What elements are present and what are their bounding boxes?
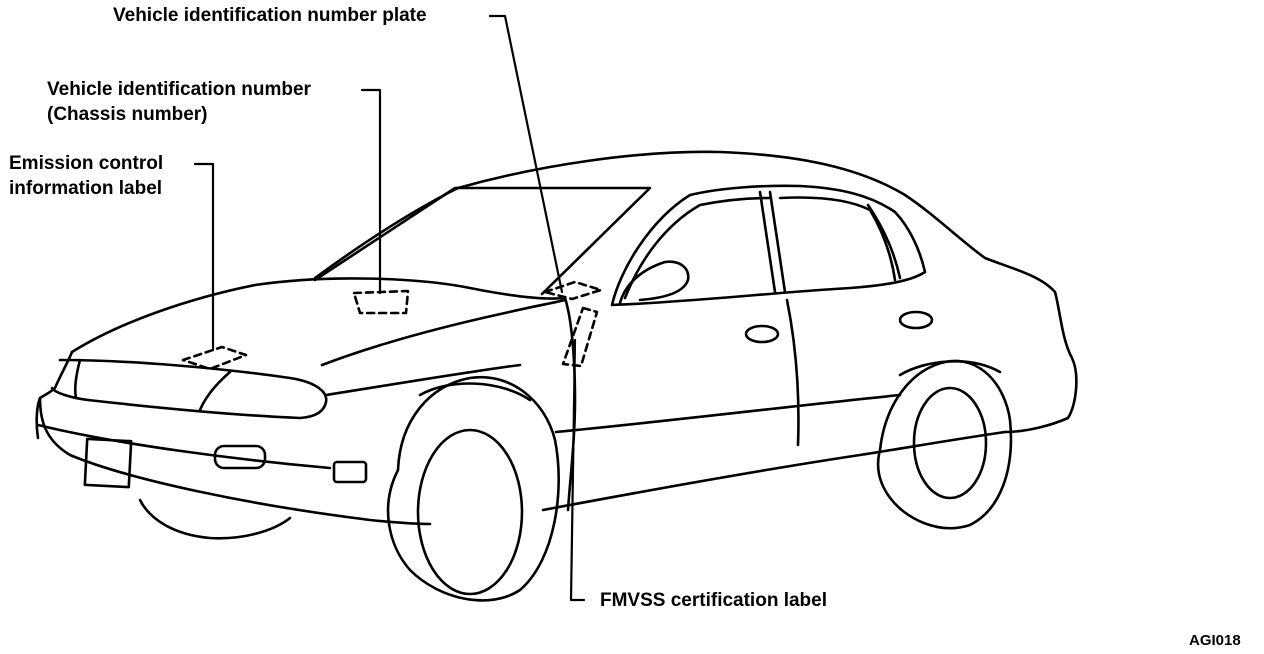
callout-vin-line1: Vehicle identification number (47, 79, 311, 100)
callout-emission-line2: information label (9, 178, 163, 199)
figure-code: AGI018 (1189, 632, 1241, 649)
vin-plate-area (543, 280, 603, 301)
front-wheel (386, 375, 560, 602)
rear-wheel (876, 359, 1013, 530)
emission-label-area (181, 345, 248, 371)
callout-emission-line1: Emission control (9, 153, 164, 174)
callout-vin-plate: Vehicle identification number plate (113, 5, 427, 26)
vin-chassis-area (352, 289, 410, 315)
callout-vin-line2: (Chassis number) (47, 104, 208, 125)
label-location-markers (181, 280, 603, 371)
leader-lines (193, 14, 586, 602)
car-body (35, 150, 1078, 540)
fmvss-label-area (561, 306, 599, 368)
callout-fmvss-label: FMVSS certification label (600, 590, 827, 611)
